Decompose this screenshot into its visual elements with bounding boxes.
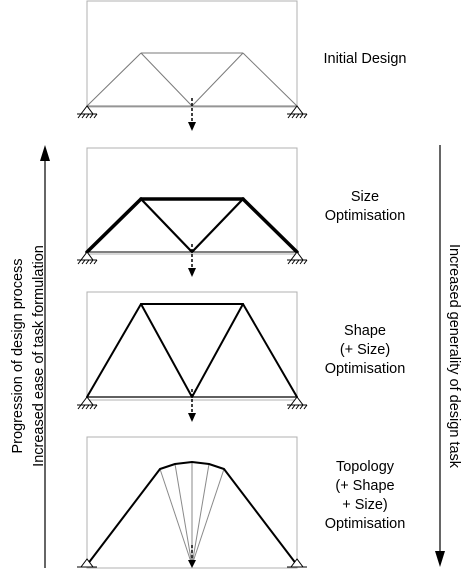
right-axis-text: Increased generality of design task [445,221,463,491]
right-down-arrow [435,145,445,567]
label-line: Initial Design [323,51,407,67]
truss-shaped [86,303,298,398]
pin-support-left [77,558,97,568]
stage-label-shape: Shape (+ Size) Optimisation [300,322,430,379]
size-optimisation-panel [77,147,308,277]
truss-arch [86,461,298,566]
left-axis-text-2b: Increased ease of task formulation [30,216,48,496]
label-line: + Size) [342,497,388,513]
topology-optimisation-panel [77,436,307,569]
pin-support-right [287,558,307,568]
stage-label-topology: Topology (+ Shape + Size) Optimisation [300,458,430,534]
pin-support-left [77,251,98,265]
label-line: Shape [344,323,386,339]
load-arrow [188,389,196,422]
load-arrow [188,545,196,568]
panel-frame [86,0,298,108]
panel-frame [86,147,298,255]
left-up-arrow [40,145,50,568]
load-arrow [188,244,196,277]
label-line: Size [350,189,380,205]
left-axis-text-1: Progression of design process [9,236,27,476]
left-axis-line-2: Increased ease of task formulation [31,245,47,467]
pin-support-right [287,105,308,119]
shape-optimisation-panel [77,291,308,422]
label-line: (+ Shape [335,478,395,494]
pin-support-right [287,251,308,265]
pin-support-left [77,396,98,410]
left-axis-line-1: Progression of design process [10,258,26,454]
label-line: Optimisation [324,208,406,224]
pin-support-right [287,396,308,410]
initial-design-panel [77,0,308,131]
stage-label-size: Size Optimisation [300,188,430,226]
load-arrow [188,98,196,131]
label-line: (+ Size) [339,342,391,358]
stage-label-initial: Initial Design [300,50,430,69]
right-axis-line: Increased generality of design task [446,243,462,469]
label-line: Topology [335,459,395,475]
pin-support-left [77,105,98,119]
panel-frame [86,291,298,401]
label-line: Optimisation [324,516,406,532]
label-line: Optimisation [324,361,406,377]
truss-fan-members [159,462,225,566]
